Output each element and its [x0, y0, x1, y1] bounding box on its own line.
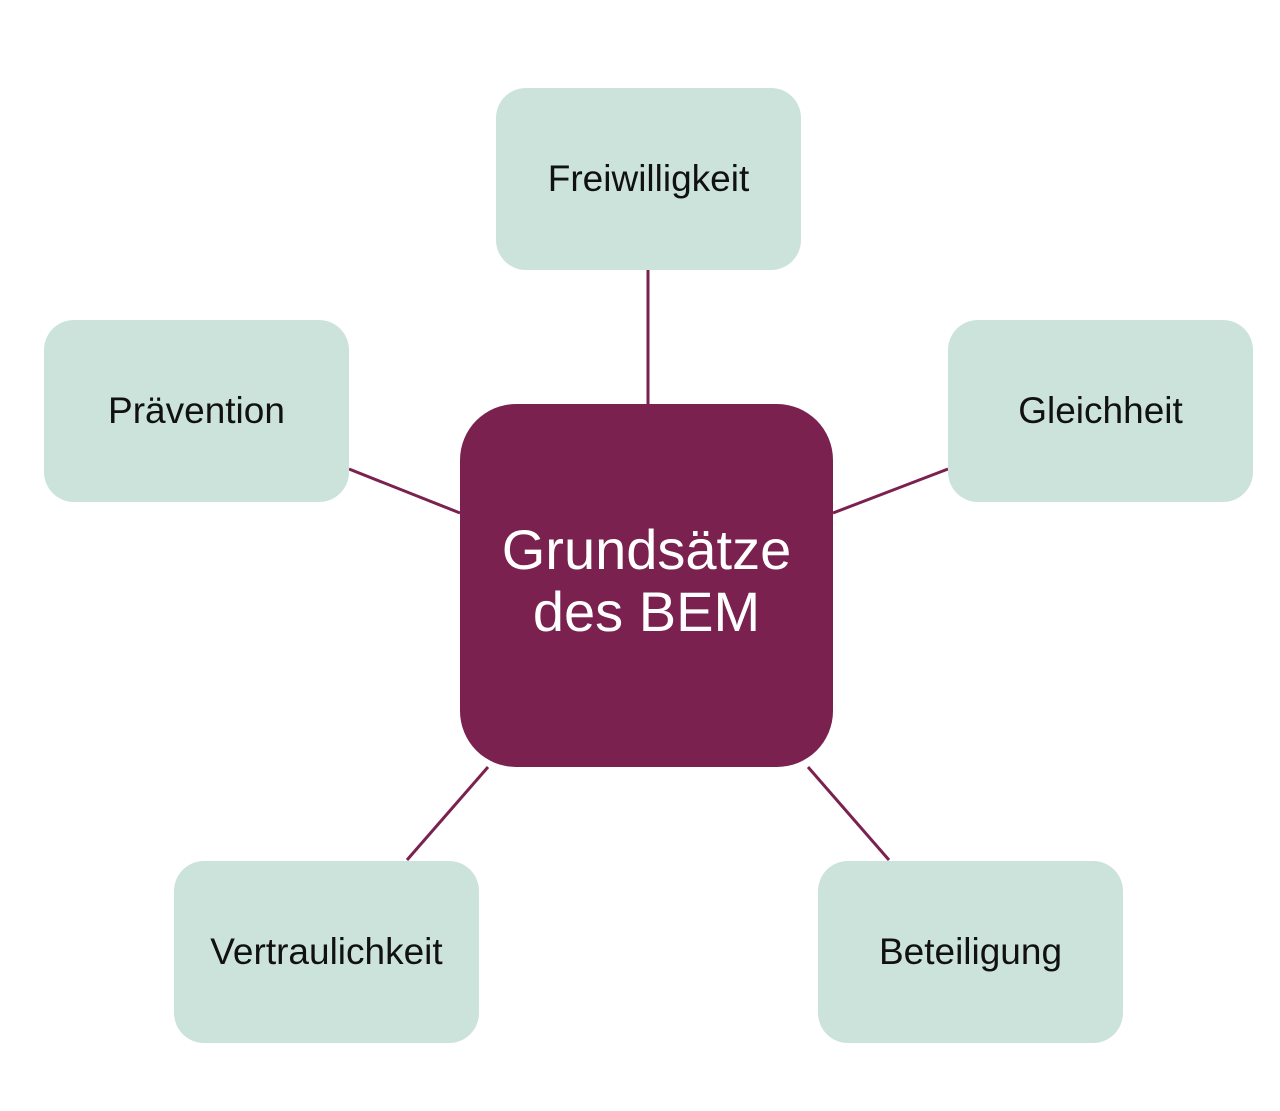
- connector-bottom-left: [405, 766, 490, 861]
- node-label: Freiwilligkeit: [547, 158, 750, 199]
- node-label: Vertraulichkeit: [210, 931, 443, 972]
- node-label: Prävention: [108, 390, 285, 431]
- connector-right: [832, 467, 949, 515]
- node-freiwilligkeit: Freiwilligkeit: [496, 88, 801, 270]
- node-gleichheit: Gleichheit: [948, 320, 1253, 502]
- center-title-line1: Grundsätze: [501, 517, 792, 581]
- node-vertraulichkeit: Vertraulichkeit: [174, 861, 479, 1043]
- node-label: Beteiligung: [878, 931, 1063, 972]
- node-praevention: Prävention: [44, 320, 349, 502]
- connector-left: [348, 467, 461, 515]
- center-node: Grundsätze des BEM: [460, 404, 833, 767]
- center-title-line2: des BEM: [532, 579, 761, 643]
- node-beteiligung: Beteiligung: [818, 861, 1123, 1043]
- connector-bottom-right: [806, 766, 891, 861]
- node-label: Gleichheit: [1018, 390, 1183, 431]
